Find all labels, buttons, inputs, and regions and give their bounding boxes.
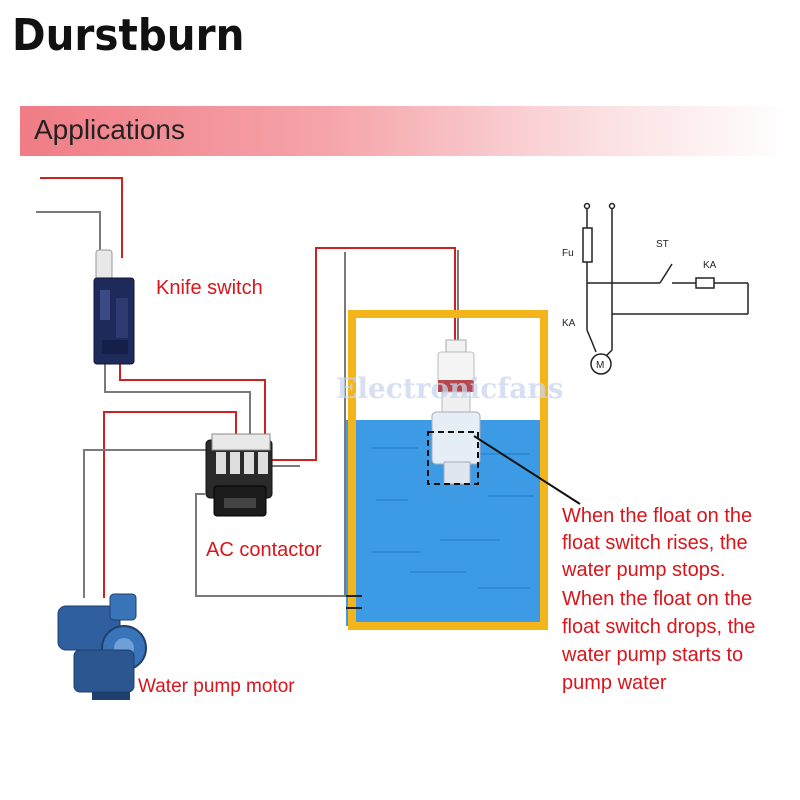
knife-switch — [93, 249, 135, 365]
description-line: float switch rises, the — [562, 532, 748, 554]
water-pump-motor-label: Water pump motor — [138, 676, 295, 697]
switch-label: ST — [656, 239, 669, 250]
ac-contactor-label: AC contactor — [206, 539, 322, 561]
float-highlight-box — [427, 431, 479, 485]
switch-to-contactor-red — [119, 360, 266, 460]
motor-symbol — [590, 353, 612, 375]
description-line: water pump stops. — [561, 559, 725, 581]
brand-logo: Durstburn — [12, 10, 245, 61]
section-banner: Applications — [20, 106, 790, 156]
contactor-to-float-red — [270, 247, 456, 461]
description-line: pump water — [562, 672, 667, 694]
contact-label: KA — [562, 318, 576, 329]
motor-label: M — [596, 360, 604, 371]
contactor-to-motor-red — [103, 411, 237, 598]
relay-label: KA — [703, 260, 717, 271]
ka-contact-symbol — [586, 329, 593, 343]
supply-wire-gray — [36, 211, 101, 258]
supply-wire-red — [40, 177, 123, 258]
description: When the float on the float switch rises… — [561, 505, 755, 694]
fuse-label: Fu — [562, 248, 574, 259]
tank-terminal — [346, 595, 362, 609]
description-line: When the float on the — [562, 505, 752, 527]
wires — [36, 177, 459, 598]
knife-switch-label: Knife switch — [156, 277, 263, 299]
description-line: float switch drops, the — [562, 616, 755, 638]
description-line: water pump starts to — [561, 644, 743, 666]
water-pump-motor — [57, 593, 147, 700]
schematic — [582, 202, 749, 375]
watermark: Electronicfans — [336, 372, 564, 405]
float-switch — [427, 339, 581, 505]
description-line: When the float on the — [562, 588, 752, 610]
ka-relay-symbol — [695, 277, 715, 289]
float-wire-gray — [195, 252, 346, 597]
callout-line — [473, 435, 581, 505]
switch-to-contactor-gray — [104, 360, 251, 440]
fuse-symbol — [582, 227, 593, 263]
ac-contactor — [205, 433, 273, 517]
st-switch-symbol — [659, 263, 673, 284]
section-title: Applications — [34, 114, 185, 145]
